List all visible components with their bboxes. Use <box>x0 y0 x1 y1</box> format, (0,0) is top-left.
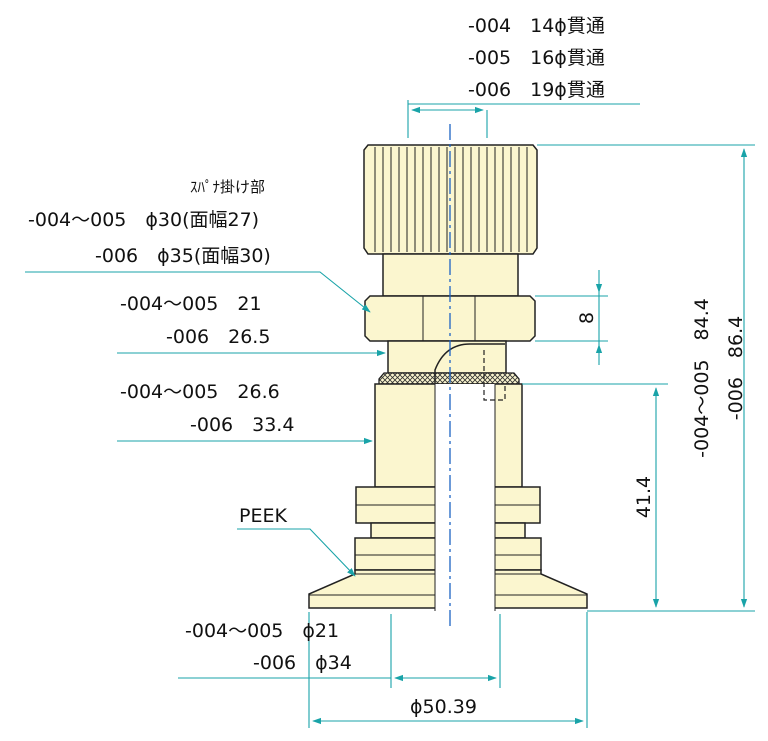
overall-height-line-2: -006 86.4 <box>725 316 747 420</box>
knob-ridges <box>374 147 528 252</box>
neck-diameter-labels: -004～005 21 -006 26.5 <box>120 293 270 348</box>
neck-dia-line-2: -006 26.5 <box>166 326 270 348</box>
wrench-flat-labels: ｽﾊﾟﾅ掛け部 -004～005 ϕ30(面幅27) -006 ϕ35(面幅30… <box>28 178 271 267</box>
through-hole-line-1: -004 14ϕ貫通 <box>468 15 605 37</box>
bore-dia-line-2: -006 ϕ34 <box>253 652 352 674</box>
wrench-flat-line-2: -006 ϕ35(面幅30) <box>95 245 271 267</box>
neck-dia-line-1: -004～005 21 <box>120 293 262 315</box>
body-dia-line-1: -004～005 26.6 <box>120 381 280 403</box>
body-dia-line-2: -006 33.4 <box>190 414 294 436</box>
overall-height-line-1: -004～005 84.4 <box>691 298 713 458</box>
wrench-flat-title: ｽﾊﾟﾅ掛け部 <box>190 178 265 196</box>
knurl-band <box>378 372 520 385</box>
body-diameter-labels: -004～005 26.6 -006 33.4 <box>120 381 294 436</box>
part-outline <box>308 144 588 611</box>
hex-height-label: 8 <box>576 312 598 324</box>
lower-neck <box>387 340 507 374</box>
through-hole-line-2: -005 16ϕ貫通 <box>468 47 605 69</box>
material-label: PEEK <box>239 505 287 527</box>
hidden-line <box>483 350 506 401</box>
through-hole-dimension <box>407 100 640 138</box>
hex-height-dimension <box>535 270 608 365</box>
through-hole-labels: -004 14ϕ貫通 -005 16ϕ貫通 -006 19ϕ貫通 <box>468 15 605 101</box>
bottom-dimensions <box>178 612 588 728</box>
overall-height-dimension <box>537 144 755 608</box>
body-height-label: 41.4 <box>633 476 655 518</box>
flange-diameter-label: ϕ50.39 <box>410 696 477 718</box>
body-height-dimension <box>522 383 755 612</box>
wrench-flat-line-1: -004～005 ϕ30(面幅27) <box>28 209 259 231</box>
leader-lines <box>25 271 386 577</box>
through-bore <box>435 384 495 611</box>
bore-diameter-labels: -004～005 ϕ21 -006 ϕ34 <box>185 620 352 674</box>
bore-dia-line-1: -004～005 ϕ21 <box>185 620 339 642</box>
through-hole-line-3: -006 19ϕ貫通 <box>468 79 605 101</box>
